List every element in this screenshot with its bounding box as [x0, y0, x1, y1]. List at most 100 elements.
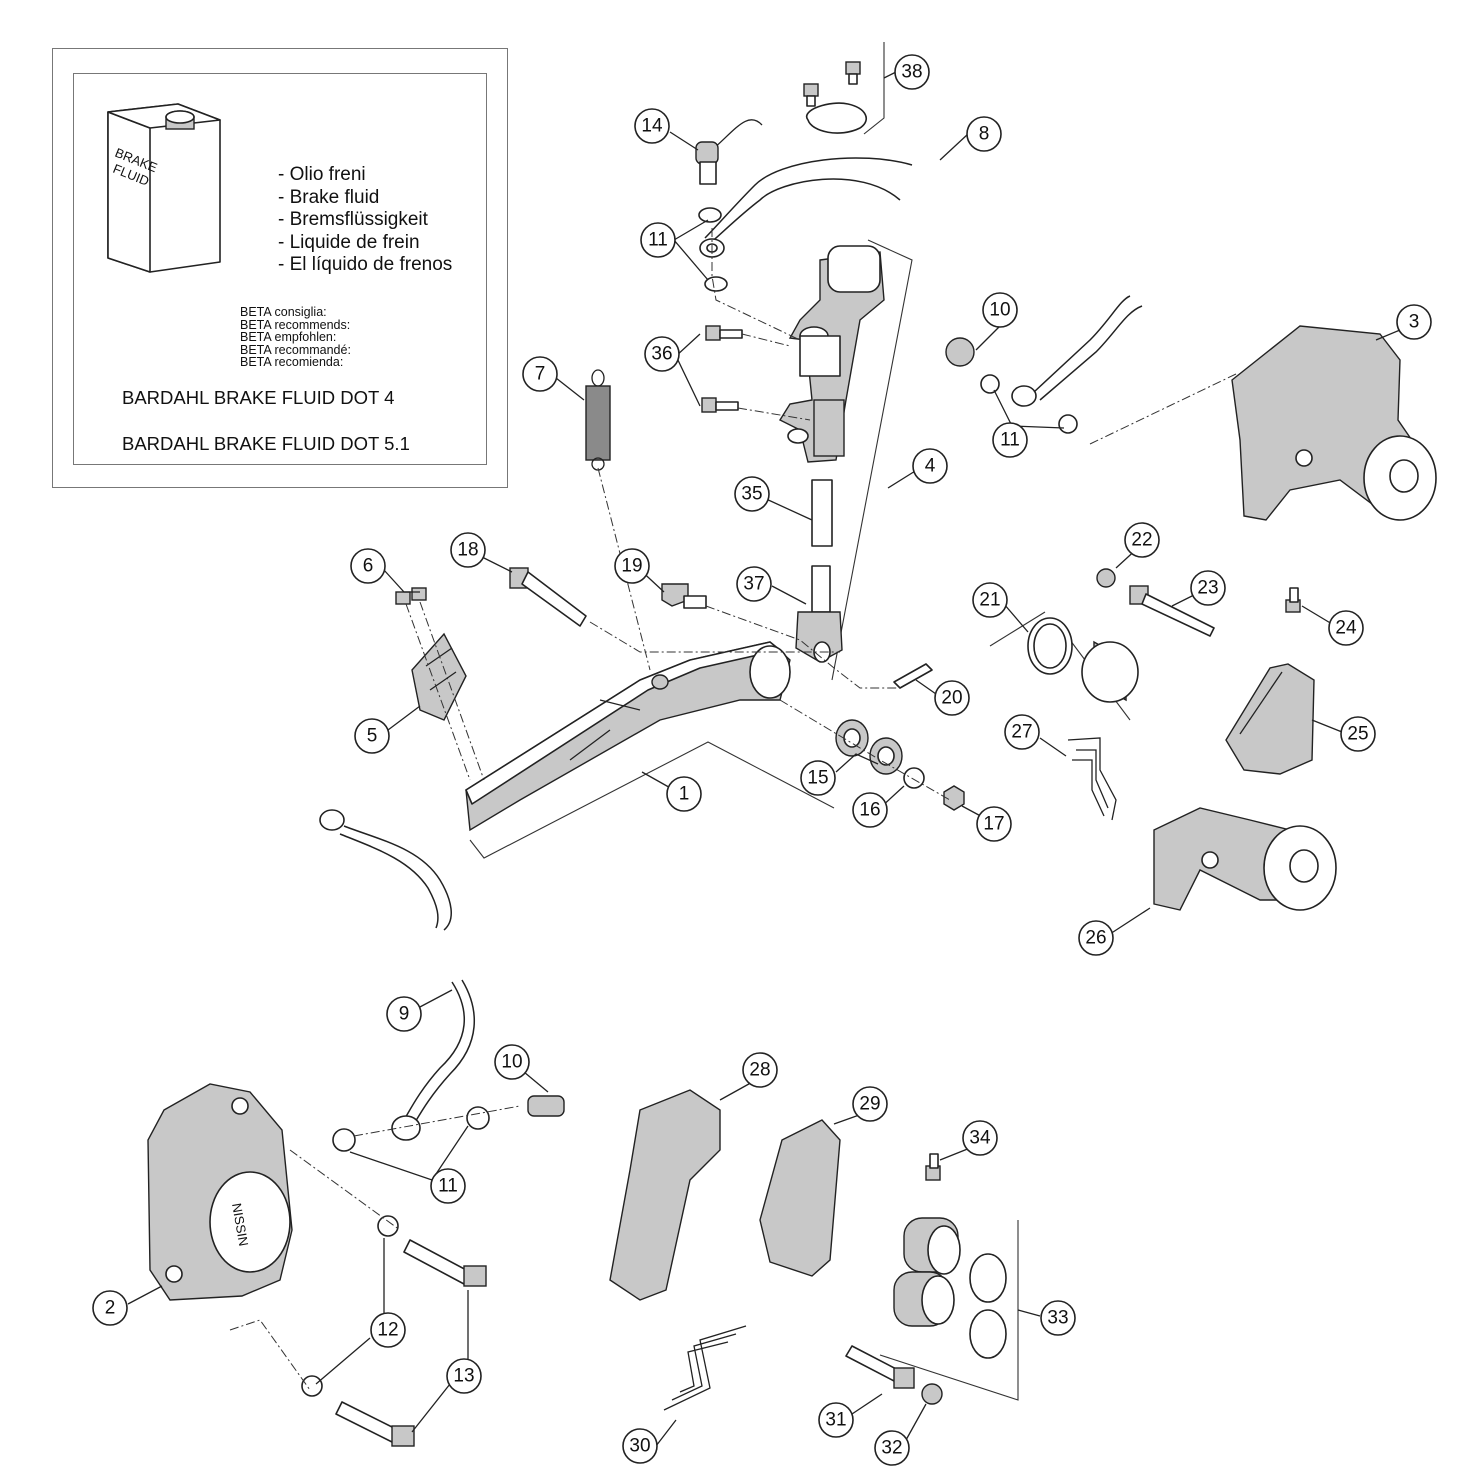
- svg-text:16: 16: [859, 800, 880, 821]
- washer-16: [903, 767, 925, 789]
- svg-text:26: 26: [1085, 928, 1106, 949]
- product-dot51: BARDAHL BRAKE FLUID DOT 5.1: [122, 433, 410, 454]
- callout-33: 33: [1040, 1300, 1076, 1336]
- callout-12: 12: [370, 1312, 406, 1348]
- fluid-name-it: - Olio freni: [278, 164, 366, 185]
- recommends-de: BETA empfohlen:: [240, 330, 337, 345]
- svg-text:32: 32: [881, 1438, 902, 1459]
- callout-32: 32: [874, 1430, 910, 1466]
- bolts-6: [395, 587, 427, 605]
- svg-text:28: 28: [749, 1060, 770, 1081]
- pedal-tip-5: [411, 632, 467, 721]
- svg-text:7: 7: [535, 364, 546, 385]
- bleed-screw-34: [925, 1153, 941, 1181]
- plug-32: [921, 1383, 943, 1405]
- callout-26: 26: [1078, 920, 1114, 956]
- spring-7: [585, 369, 611, 471]
- svg-text:19: 19: [621, 556, 642, 577]
- brake-hose-lower: [319, 809, 452, 931]
- svg-text:15: 15: [807, 768, 828, 789]
- svg-text:17: 17: [983, 814, 1004, 835]
- group-frame-38: [863, 42, 885, 135]
- callout-31: 31: [818, 1402, 854, 1438]
- beta-recommends-list: BETA consiglia: BETA recommends: BETA em…: [240, 306, 351, 369]
- svg-text:12: 12: [377, 1320, 398, 1341]
- svg-text:33: 33: [1047, 1308, 1068, 1329]
- callout-8: 8: [966, 116, 1002, 152]
- brake-fluid-panel: - Olio freni - Brake fluid - Bremsflüssi…: [52, 48, 508, 488]
- svg-text:25: 25: [1347, 724, 1368, 745]
- callout-11: 11: [640, 222, 676, 258]
- group-frame-33: [879, 1220, 1019, 1401]
- group-frame-4: [831, 239, 913, 681]
- callout-19: 19: [614, 548, 650, 584]
- svg-text:6: 6: [363, 556, 374, 577]
- callout-20: 20: [934, 680, 970, 716]
- callout-38: 38: [894, 54, 930, 90]
- svg-text:11: 11: [438, 1176, 458, 1197]
- fitting-10a: [945, 295, 1143, 434]
- svg-text:31: 31: [825, 1410, 846, 1431]
- bleed-screw-24: [1285, 587, 1301, 613]
- group-frame-1: [469, 741, 835, 859]
- svg-text:5: 5: [367, 726, 378, 747]
- callout-24: 24: [1328, 610, 1364, 646]
- callout-34: 34: [962, 1120, 998, 1156]
- plug-22: [1096, 568, 1116, 588]
- nut-17: [943, 785, 965, 811]
- bolt-13b: [335, 1401, 415, 1447]
- fluid-name-es: - El líquido de frenos: [278, 254, 453, 275]
- caliper-bracket-28: [609, 1089, 721, 1301]
- svg-text:1: 1: [679, 784, 690, 805]
- svg-text:10: 10: [989, 300, 1010, 321]
- svg-text:37: 37: [743, 574, 764, 595]
- callout-9: 9: [386, 996, 422, 1032]
- callout-25: 25: [1340, 716, 1376, 752]
- callout-2: 2: [92, 1290, 128, 1326]
- recommends-fr: BETA recommandé:: [240, 342, 351, 357]
- pin-19: [661, 583, 707, 609]
- master-cylinder-4: [778, 245, 885, 463]
- brake-fluid-names: - Olio freni - Brake fluid - Bremsflüssi…: [278, 164, 452, 277]
- callout-15: 15: [800, 760, 836, 796]
- svg-text:34: 34: [969, 1128, 991, 1149]
- bolt-13a: [403, 1239, 487, 1287]
- bearings-15: [835, 719, 903, 775]
- callout-10: 10: [982, 292, 1018, 328]
- svg-text:11: 11: [1000, 430, 1020, 451]
- brake-hose-8: [699, 157, 913, 258]
- svg-text:20: 20: [941, 688, 962, 709]
- svg-text:2: 2: [105, 1298, 116, 1319]
- callout-4: 4: [912, 448, 948, 484]
- callout-3: 3: [1396, 304, 1432, 340]
- caliper-bracket-26: [1153, 807, 1337, 911]
- product-dot4: BARDAHL BRAKE FLUID DOT 4: [122, 387, 395, 408]
- svg-text:11: 11: [648, 230, 668, 251]
- svg-text:9: 9: [399, 1004, 410, 1025]
- svg-text:10: 10: [501, 1052, 522, 1073]
- svg-text:29: 29: [859, 1094, 880, 1115]
- svg-text:4: 4: [925, 456, 936, 477]
- callout-11: 11: [430, 1168, 466, 1204]
- group-frame-21: [989, 611, 1046, 647]
- pads-25: [1225, 663, 1315, 775]
- callout-30: 30: [622, 1428, 658, 1464]
- callout-10: 10: [494, 1044, 530, 1080]
- callout-28: 28: [742, 1052, 778, 1088]
- pad-spring-30: [663, 1325, 747, 1411]
- brake-pedal-1: [465, 641, 791, 832]
- svg-text:13: 13: [453, 1366, 474, 1387]
- callout-21: 21: [972, 582, 1008, 618]
- svg-text:22: 22: [1131, 530, 1152, 551]
- callouts: 38 8 14 11 10 3 36 7 11 4 35 18 6 19 37 …: [92, 54, 1432, 1466]
- callout-18: 18: [450, 532, 486, 568]
- pistons-33: [893, 1217, 1007, 1359]
- callout-29: 29: [852, 1086, 888, 1122]
- svg-text:30: 30: [629, 1436, 650, 1457]
- callout-27: 27: [1004, 714, 1040, 750]
- fluid-name-en: - Brake fluid: [278, 186, 380, 208]
- cotter-pin-20: [893, 663, 933, 689]
- fitting-10b: [527, 1095, 565, 1117]
